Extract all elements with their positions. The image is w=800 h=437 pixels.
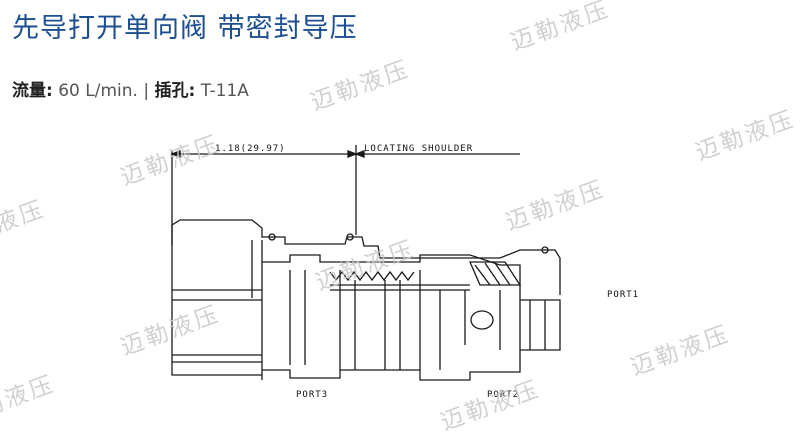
dimension-text: 1.18(29.97) [215,144,286,154]
port3-label: PORT3 [296,390,328,400]
spec-line: 流量: 60 L/min. | 插孔: T-11A [12,76,249,101]
flow-value: 60 L/min. [58,81,138,101]
cartridge-body [262,233,561,381]
port2-label: PORT2 [487,390,519,400]
dimension-line [170,145,520,245]
page-title: 先导打开单向阀 带密封导压 [12,13,358,44]
port1-label: PORT1 [607,290,639,300]
cavity-value: T-11A [200,81,249,101]
cavity-label: 插孔: [154,81,196,101]
spec-separator: | [143,81,150,101]
flow-label: 流量: [12,81,53,101]
locating-shoulder-text: LOCATING SHOULDER [364,144,473,154]
